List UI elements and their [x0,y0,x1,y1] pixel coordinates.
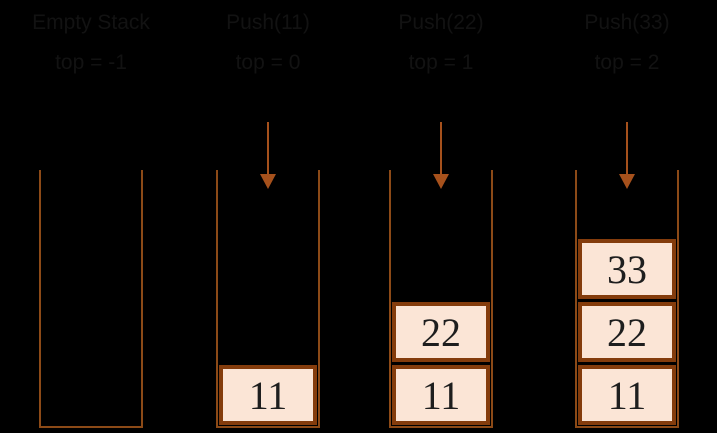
arrow-stem [440,122,442,175]
arrow-head [619,174,635,189]
stack-state-column: Empty Stack top = -1 [32,0,150,433]
stack-value-box: 11 [219,365,317,425]
stack-value-box: 11 [392,365,490,425]
operation-label: Empty Stack [32,11,150,34]
stack-value-box: 22 [392,302,490,362]
push-arrow-icon [260,122,276,189]
top-pointer-label: top = -1 [55,51,127,74]
stack-state-column: Push(11) top = 0 11 [216,0,320,433]
operation-label: Push(22) [398,11,484,34]
top-pointer-label: top = 0 [235,51,301,74]
stack-container [39,170,143,428]
push-arrow-icon [433,122,449,189]
push-arrow-icon [619,122,635,189]
stack-value-box: 22 [578,302,676,362]
operation-label: Push(33) [584,11,670,34]
arrow-stem [626,122,628,175]
stack-container: 11 [216,170,320,428]
top-pointer-label: top = 1 [408,51,474,74]
operation-label: Push(11) [226,11,310,34]
top-pointer-label: top = 2 [594,51,660,74]
stack-values: 11 [219,365,317,425]
stack-value-box: 11 [578,365,676,425]
arrow-head [433,174,449,189]
arrow-stem [267,122,269,175]
arrow-head [260,174,276,189]
stack-value-box: 33 [578,239,676,299]
